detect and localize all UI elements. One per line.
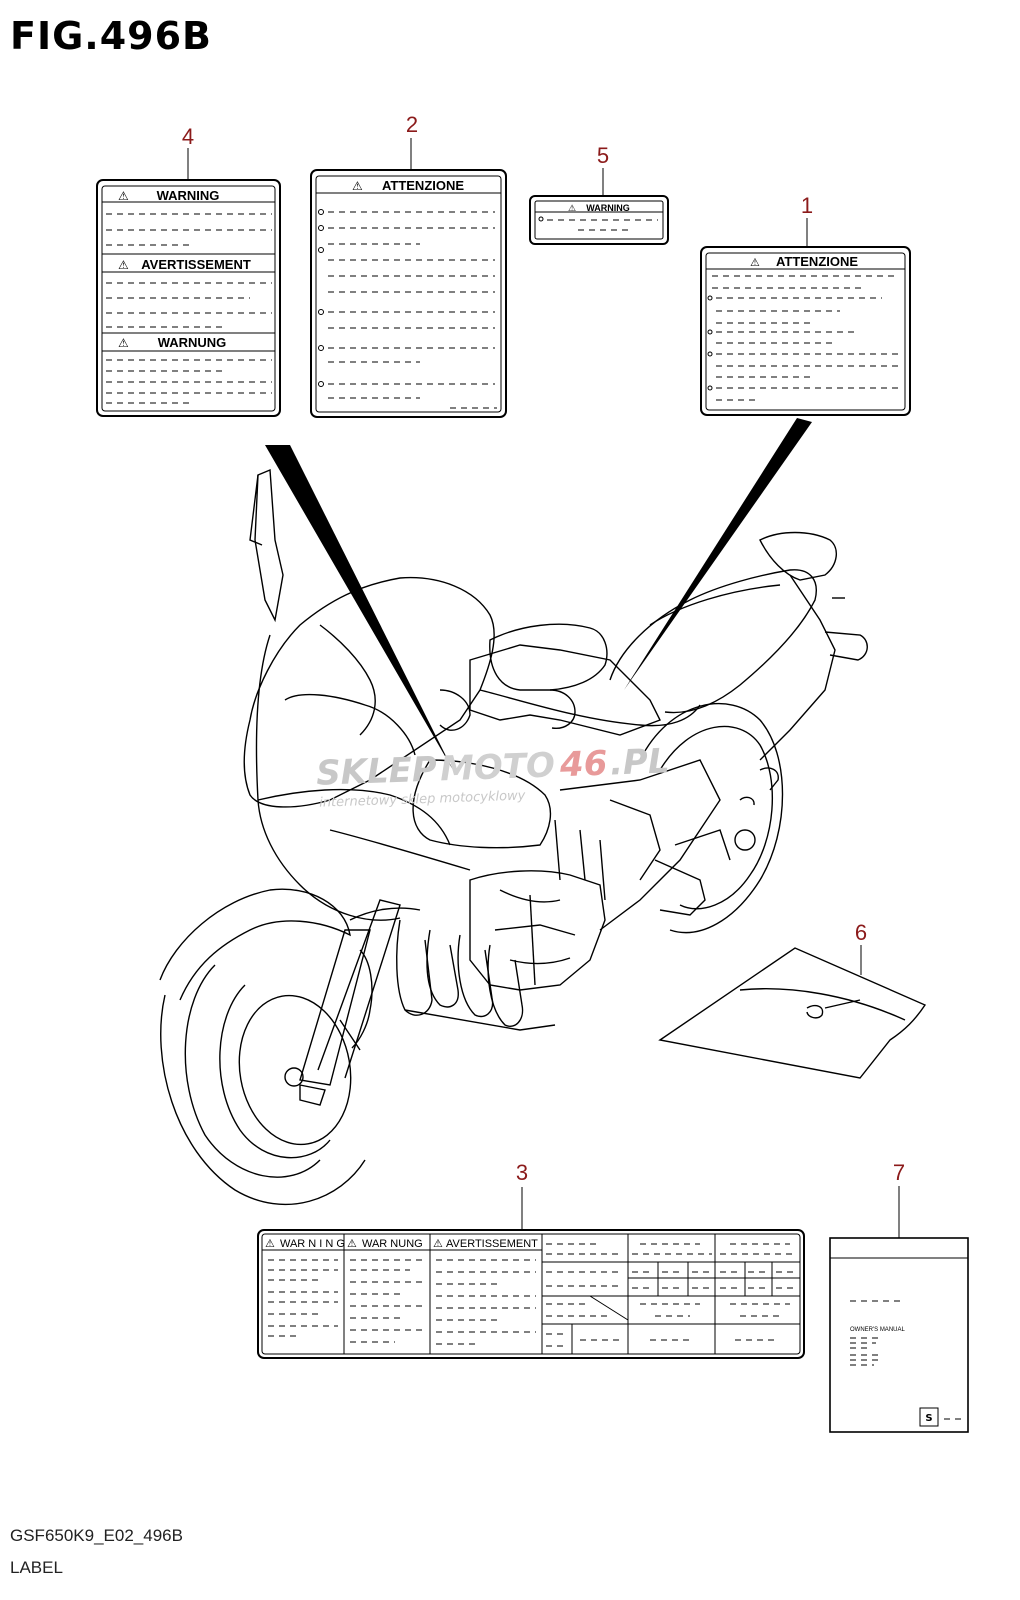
warning-triangle-icon: ⚠ <box>347 1238 357 1250</box>
warning-triangle-icon: ⚠ <box>433 1238 443 1250</box>
warning-triangle-icon: ⚠ <box>118 336 129 350</box>
label-4-header-warning: WARNING <box>157 188 220 203</box>
callout-7: 7 <box>893 1160 905 1185</box>
label-3-header-warning: WAR N I N G <box>280 1238 345 1250</box>
warning-triangle-icon: ⚠ <box>568 203 576 213</box>
label-1[interactable]: ⚠ ATTENZIONE <box>700 246 911 416</box>
label-5[interactable]: ⚠ WARNING <box>529 195 669 245</box>
label-4-header-warnung: WARNUNG <box>158 335 227 350</box>
label-1-header: ATTENZIONE <box>776 254 858 269</box>
label-2[interactable]: ⚠ ATTENZIONE <box>310 169 507 418</box>
figure-code: GSF650K9_E02_496B <box>10 1526 183 1545</box>
label-2-header: ATTENZIONE <box>382 178 464 193</box>
label-7-owners-manual[interactable]: OWNER'S MANUAL S <box>829 1237 969 1433</box>
label-6[interactable] <box>658 947 927 1079</box>
svg-text:.PL: .PL <box>609 741 670 783</box>
svg-text:MOTO: MOTO <box>439 745 555 789</box>
warning-triangle-icon: ⚠ <box>265 1238 275 1250</box>
label-7-text: OWNER'S MANUAL <box>850 1327 905 1333</box>
warning-triangle-icon: ⚠ <box>352 179 363 193</box>
warning-triangle-icon: ⚠ <box>750 257 760 269</box>
warning-triangle-icon: ⚠ <box>118 189 129 203</box>
label-5-header: WARNING <box>586 203 630 213</box>
callout-2: 2 <box>406 112 418 137</box>
label-3-header-warnung: WAR NUNG <box>362 1238 423 1250</box>
label-4-header-avertissement: AVERTISSEMENT <box>141 257 251 272</box>
figure-title: FIG.496B <box>10 14 213 58</box>
svg-text:SKLEP: SKLEP <box>315 750 437 794</box>
motorcycle-drawing <box>159 468 868 1206</box>
label-4[interactable]: WARNING ⚠ ⚠ AVERTISSEMENT ⚠ WARNUNG <box>96 179 281 417</box>
callout-6: 6 <box>855 920 867 945</box>
callout-1: 1 <box>801 193 813 218</box>
callout-3: 3 <box>516 1160 528 1185</box>
warning-triangle-icon: ⚠ <box>118 258 129 272</box>
pointer-wedge-left <box>265 445 453 770</box>
label-3[interactable]: ⚠ WAR N I N G ⚠ WAR NUNG ⚠ AVERTISSEMENT <box>257 1229 805 1359</box>
callout-4: 4 <box>182 124 194 149</box>
watermark: SKLEP MOTO 46 .PL internetowy sklep moto… <box>315 741 670 810</box>
svg-text:46: 46 <box>558 744 608 786</box>
figure-name: LABEL <box>10 1558 63 1577</box>
label-3-header-avertissement: AVERTISSEMENT <box>446 1238 538 1250</box>
svg-text:internetowy sklep motocyklowy: internetowy sklep motocyklowy <box>319 788 526 810</box>
suzuki-logo-icon: S <box>925 1413 932 1424</box>
callout-5: 5 <box>597 143 609 168</box>
pointer-wedge-right <box>624 418 812 690</box>
